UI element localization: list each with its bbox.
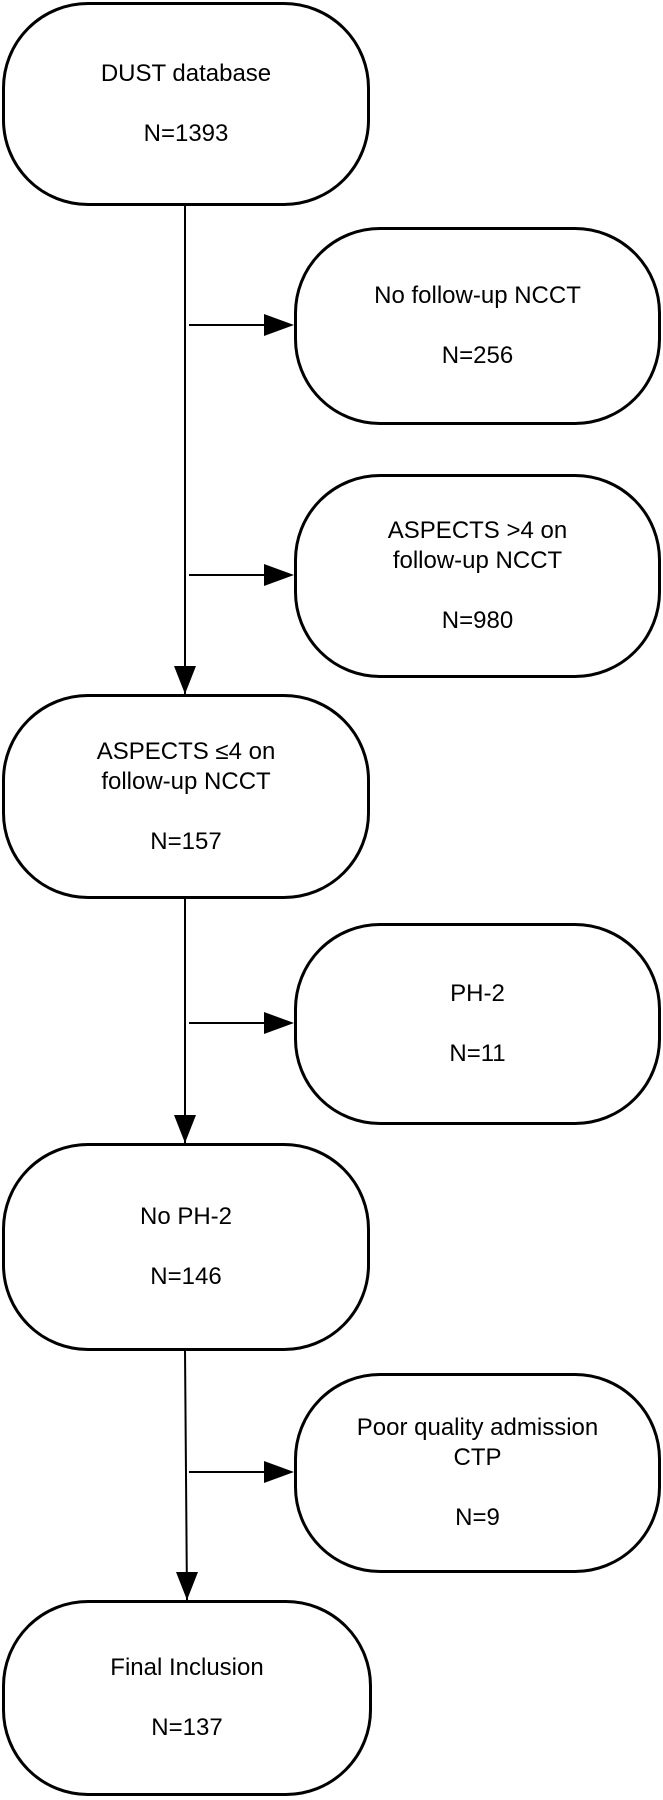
main-flow-arrowhead-1: [174, 666, 196, 694]
box-aspects-le4: ASPECTS ≤4 on follow-up NCCT N=157: [2, 694, 370, 899]
box-aspects-gt4-count: N=980: [441, 607, 514, 634]
box-dust-database-title: DUST database: [100, 60, 272, 87]
main-flow-arrowhead-2: [174, 1115, 196, 1143]
box-aspects-gt4: ASPECTS >4 on follow-up NCCT N=980: [294, 474, 661, 678]
box-no-followup-ncct: No follow-up NCCT N=256: [294, 227, 661, 425]
box-no-ph2: No PH-2 N=146: [2, 1143, 370, 1351]
box-aspects-gt4-title: ASPECTS >4 on follow-up NCCT: [387, 517, 568, 574]
box-dust-database: DUST database N=1393: [2, 2, 370, 206]
box-dust-database-count: N=1393: [143, 120, 229, 147]
box-aspects-le4-title: ASPECTS ≤4 on follow-up NCCT: [96, 737, 276, 795]
box-poor-quality-ctp-title: Poor quality admission CTP: [356, 1414, 599, 1471]
exclusion-arrowhead-ph2: [264, 1012, 294, 1034]
exclusion-arrowhead-poor-ctp: [264, 1461, 294, 1483]
box-ph2-title: PH-2: [450, 980, 505, 1007]
box-aspects-le4-count: N=157: [150, 827, 222, 855]
box-final-inclusion-title: Final Inclusion: [110, 1654, 264, 1681]
box-no-followup-ncct-count: N=256: [441, 342, 514, 369]
box-ph2: PH-2 N=11: [294, 923, 661, 1125]
box-no-ph2-title: No PH-2: [139, 1203, 233, 1230]
main-flow-line-3: [184, 1349, 188, 1601]
main-flow-arrowhead-3: [176, 1572, 198, 1600]
exclusion-arrowhead-no-followup: [264, 314, 294, 336]
box-no-ph2-count: N=146: [150, 1263, 222, 1290]
box-no-followup-ncct-title: No follow-up NCCT: [374, 282, 581, 309]
box-final-inclusion-count: N=137: [151, 1714, 223, 1741]
box-ph2-count: N=11: [449, 1040, 506, 1067]
box-final-inclusion: Final Inclusion N=137: [2, 1600, 372, 1796]
box-poor-quality-ctp-count: N=9: [455, 1504, 500, 1531]
exclusion-arrowhead-aspects-gt4: [264, 564, 294, 586]
box-poor-quality-ctp: Poor quality admission CTP N=9: [294, 1373, 661, 1573]
